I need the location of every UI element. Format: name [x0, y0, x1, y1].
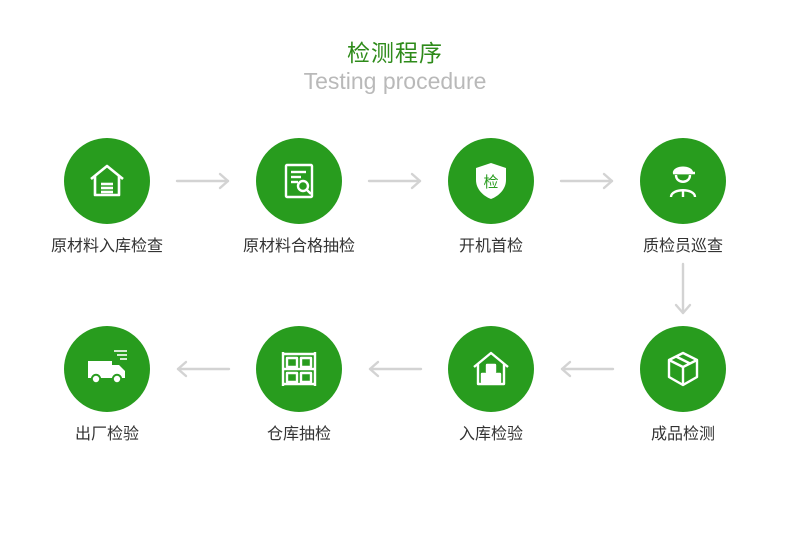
warehouse-icon [90, 164, 124, 197]
step-8-circle [64, 326, 150, 412]
step-6-label: 入库检验 [458, 424, 523, 443]
shelf-icon [281, 352, 317, 386]
truck-icon [88, 350, 127, 385]
step-3-circle: 检 [448, 138, 534, 224]
box-icon [667, 351, 699, 387]
step-1: 原材料入库检查 [22, 138, 192, 256]
document-search-icon [284, 163, 314, 199]
step-2-circle [256, 138, 342, 224]
arrow-down [674, 262, 692, 315]
step-2-label: 原材料合格抽检 [242, 236, 355, 255]
step-7-label: 仓库抽检 [266, 424, 331, 443]
step-8-label: 出厂检验 [74, 424, 139, 443]
step-6: 入库检验 [406, 326, 576, 444]
step-3: 检 开机首检 [406, 138, 576, 256]
arrow-right-2 [367, 172, 422, 190]
arrow-right-1 [175, 172, 230, 190]
page-title: 检测程序 [347, 41, 443, 67]
step-5-circle [640, 326, 726, 412]
step-6-circle [448, 326, 534, 412]
step-1-circle [64, 138, 150, 224]
page-subtitle: Testing procedure [303, 68, 487, 94]
house-boxes-icon [473, 351, 509, 386]
step-3-label: 开机首检 [458, 236, 523, 255]
shield-badge-text: 检 [483, 173, 498, 191]
arrow-left-3 [176, 360, 231, 378]
shield-inspect-icon: 检 [476, 163, 506, 199]
arrow-right-3 [559, 172, 614, 190]
step-4: 质检员巡查 [598, 138, 768, 256]
arrow-left-2 [368, 360, 423, 378]
inspector-icon [669, 166, 697, 198]
step-5: 成品检测 [598, 326, 768, 444]
step-7: 仓库抽检 [214, 326, 384, 444]
step-2: 原材料合格抽检 [214, 138, 384, 256]
step-4-label: 质检员巡查 [642, 236, 723, 255]
step-7-circle [256, 326, 342, 412]
step-1-label: 原材料入库检查 [50, 236, 163, 255]
arrow-left-1 [560, 360, 615, 378]
step-8: 出厂检验 [22, 326, 192, 444]
step-4-circle [640, 138, 726, 224]
step-5-label: 成品检测 [650, 424, 715, 443]
